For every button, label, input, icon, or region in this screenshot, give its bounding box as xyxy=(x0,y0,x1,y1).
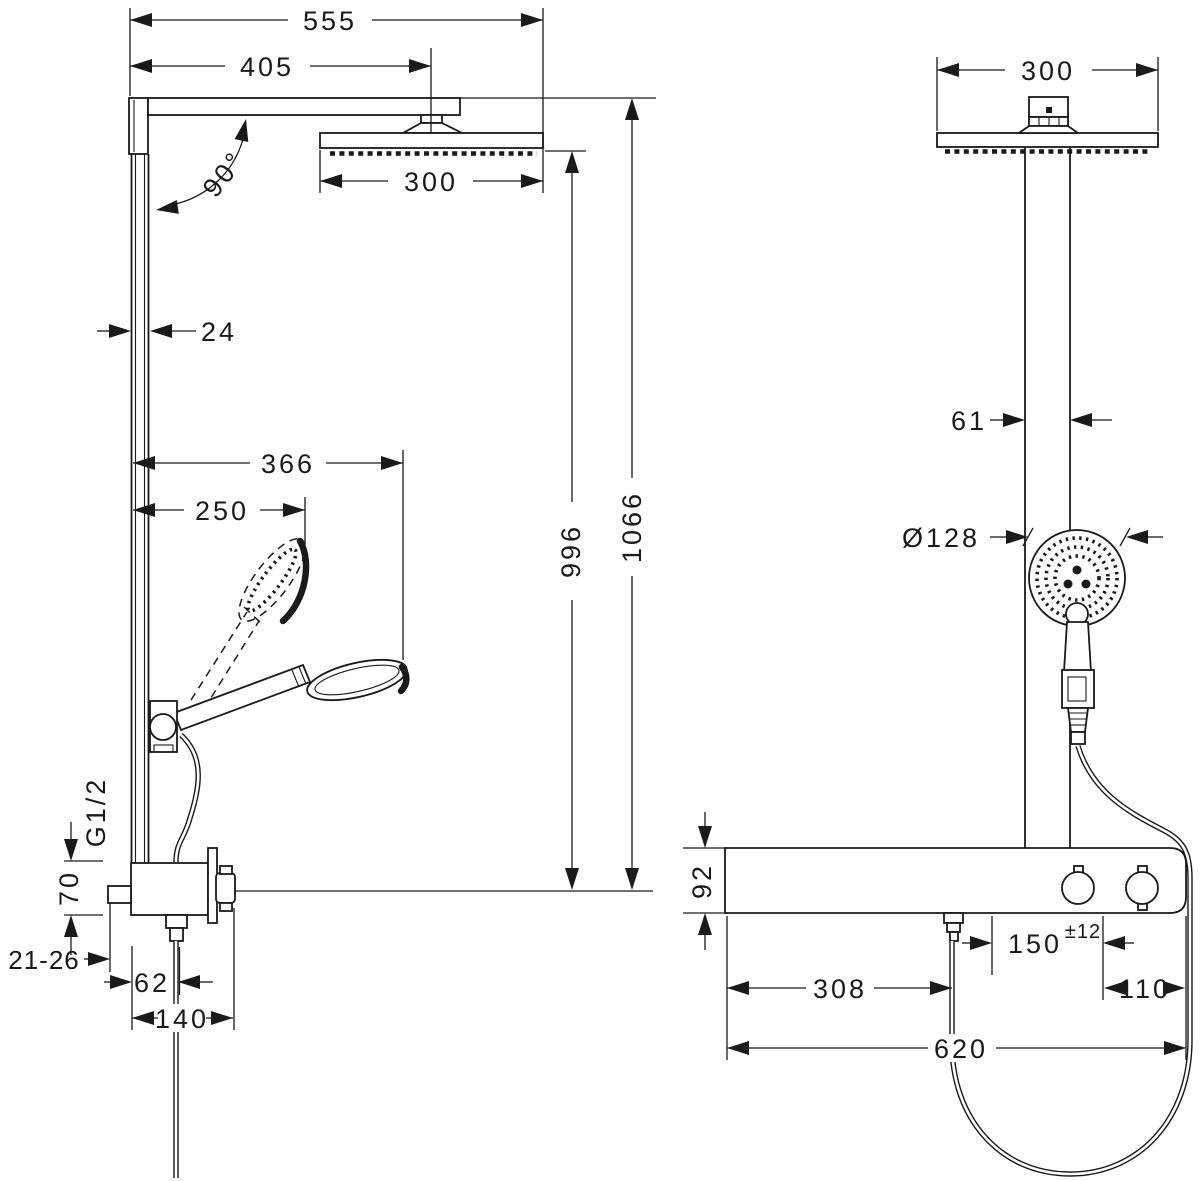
hand-shower-handle xyxy=(172,663,312,732)
angle-arc xyxy=(169,138,244,206)
spray-face-solid xyxy=(397,663,410,695)
hose-coupling xyxy=(1066,707,1090,733)
select-button-right xyxy=(1125,871,1159,905)
dim-620: 620 xyxy=(934,1034,988,1064)
hand-shower-solid-position xyxy=(172,658,410,732)
overhead-shower-side xyxy=(319,132,544,149)
shower-mount-block xyxy=(1016,96,1081,134)
shower-arm xyxy=(147,97,461,116)
right-view-structure xyxy=(724,96,1193,1177)
dim-21-26: 21-26 xyxy=(8,945,80,975)
thermostat-valve-side xyxy=(107,847,236,942)
spray-face-dashed xyxy=(279,537,310,625)
hose-connector-front xyxy=(943,912,964,924)
dim-150-tolerance: ±12 xyxy=(1065,921,1101,943)
left-view-structure xyxy=(107,97,656,1178)
hand-shower-holder xyxy=(149,700,178,753)
dim-300-left: 300 xyxy=(404,167,458,197)
left-view-dimensions: 555 405 300 90° 24 366 xyxy=(8,6,647,1034)
joint-flare xyxy=(399,122,463,134)
hand-shower-dashed-position xyxy=(190,537,310,710)
dim-140: 140 xyxy=(155,1004,209,1034)
hose-outlet-fitting xyxy=(165,914,188,929)
dim-150: 150 xyxy=(1008,929,1062,959)
dim-128: Ø128 xyxy=(902,523,980,553)
hand-shower-head xyxy=(306,658,408,702)
valve-knob-side xyxy=(215,872,236,904)
dim-70: 70 xyxy=(54,870,84,906)
dim-996: 996 xyxy=(556,524,586,578)
valve-body xyxy=(130,862,209,916)
hose-front xyxy=(949,745,1193,1177)
right-view-dimensions: 300 61 Ø128 92 150 ±12 xyxy=(683,56,1187,1064)
dim-92: 92 xyxy=(687,863,717,899)
label-g12-thread: G1/2 xyxy=(81,777,111,848)
hand-shower-grip xyxy=(1063,621,1092,673)
dim-405: 405 xyxy=(240,52,294,82)
dim-366: 366 xyxy=(261,449,315,479)
thermostat-bar-front xyxy=(724,847,1187,942)
dim-90deg: 90° xyxy=(197,145,251,203)
holder-front xyxy=(1061,669,1095,709)
dim-61: 61 xyxy=(951,406,987,436)
bar-body xyxy=(724,847,1187,914)
wall-supply-connector xyxy=(107,885,132,904)
dim-300-right: 300 xyxy=(1021,56,1075,86)
shower-pipe-front xyxy=(1024,147,1071,848)
overhead-shower-front xyxy=(936,132,1159,148)
hose-upper-side xyxy=(173,733,201,863)
dim-555: 555 xyxy=(303,6,357,36)
dim-24: 24 xyxy=(201,317,237,347)
hand-shower-front xyxy=(1028,529,1126,745)
dim-1066: 1066 xyxy=(617,491,647,563)
dim-308: 308 xyxy=(813,974,867,1004)
dim-250: 250 xyxy=(195,496,249,526)
wall-bracket xyxy=(128,97,149,155)
dim-110: 110 xyxy=(1119,974,1171,1004)
dim-62: 62 xyxy=(134,968,170,998)
select-button-left xyxy=(1061,871,1095,905)
